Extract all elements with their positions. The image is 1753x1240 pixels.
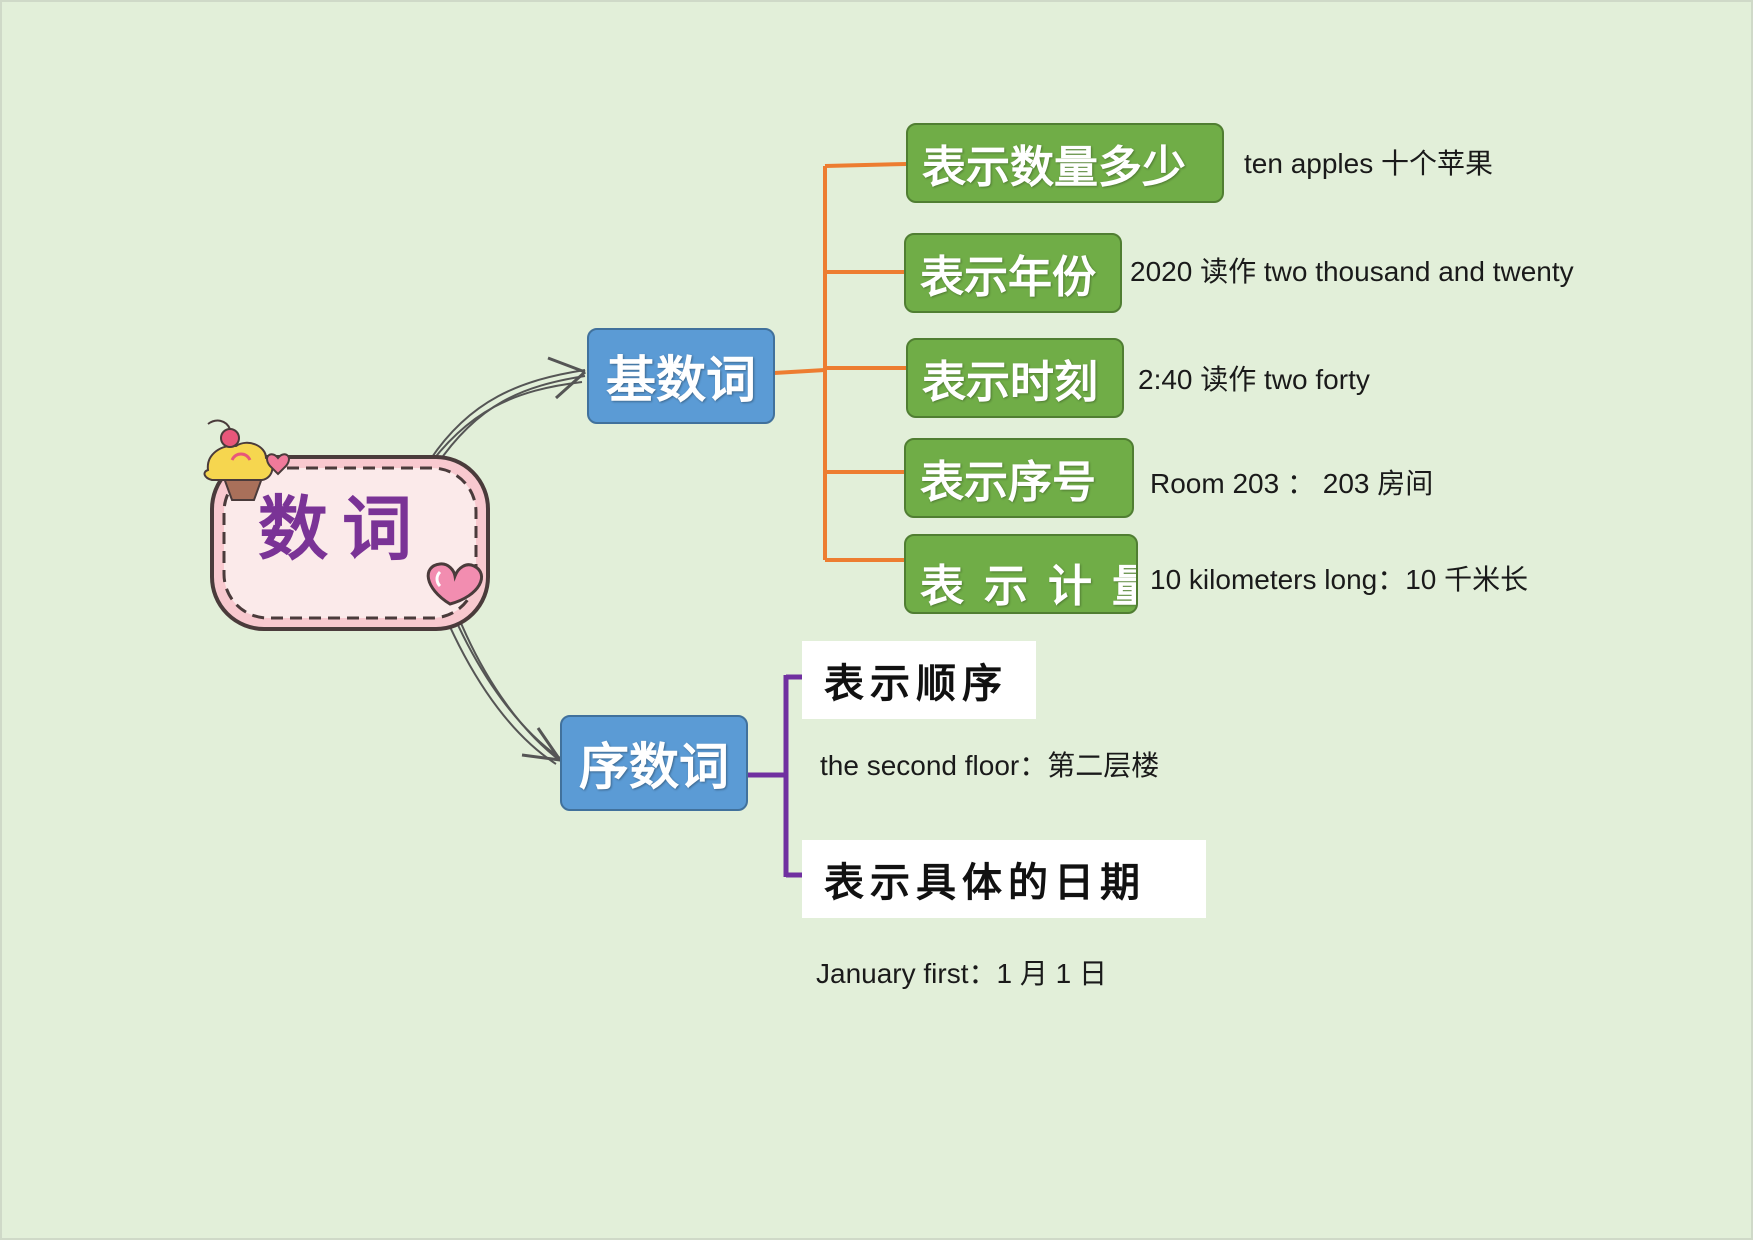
root-title: 数词 <box>258 486 426 570</box>
root-arrow-ordinal <box>445 611 563 765</box>
ordinal-connector <box>746 674 802 878</box>
small-heart-icon <box>266 453 290 476</box>
cardinal-connector <box>773 162 907 562</box>
cupcake-icon <box>203 419 274 501</box>
example-serial-number: Room 203 ： 203 房间 <box>1150 468 1434 499</box>
branch-cardinal: 基数词 <box>587 328 775 424</box>
leaf-order: 表示顺序 <box>802 641 1036 719</box>
leaf-year: 表示年份 <box>904 233 1122 313</box>
example-order: the second floor：第二层楼 <box>820 750 1160 781</box>
leaf-date: 表示具体的日期 <box>802 840 1206 918</box>
root-frame <box>210 455 490 631</box>
branch-ordinal: 序数词 <box>560 715 748 811</box>
root-arrow-cardinal <box>423 356 587 473</box>
leaf-measurement: 表示计量 <box>904 534 1138 614</box>
example-year: 2020 读作 two thousand and twenty <box>1130 256 1574 287</box>
example-date: January first：1 月 1 日 <box>816 958 1107 989</box>
example-time: 2:40 读作 two forty <box>1138 364 1370 395</box>
leaf-quantity: 表示数量多少 <box>906 123 1224 203</box>
leaf-serial-number: 表示序号 <box>904 438 1134 518</box>
example-measurement: 10 kilometers long：10 千米长 <box>1150 564 1529 595</box>
heart-icon <box>426 562 484 606</box>
leaf-time: 表示时刻 <box>906 338 1124 418</box>
example-quantity: ten apples 十个苹果 <box>1244 148 1493 179</box>
